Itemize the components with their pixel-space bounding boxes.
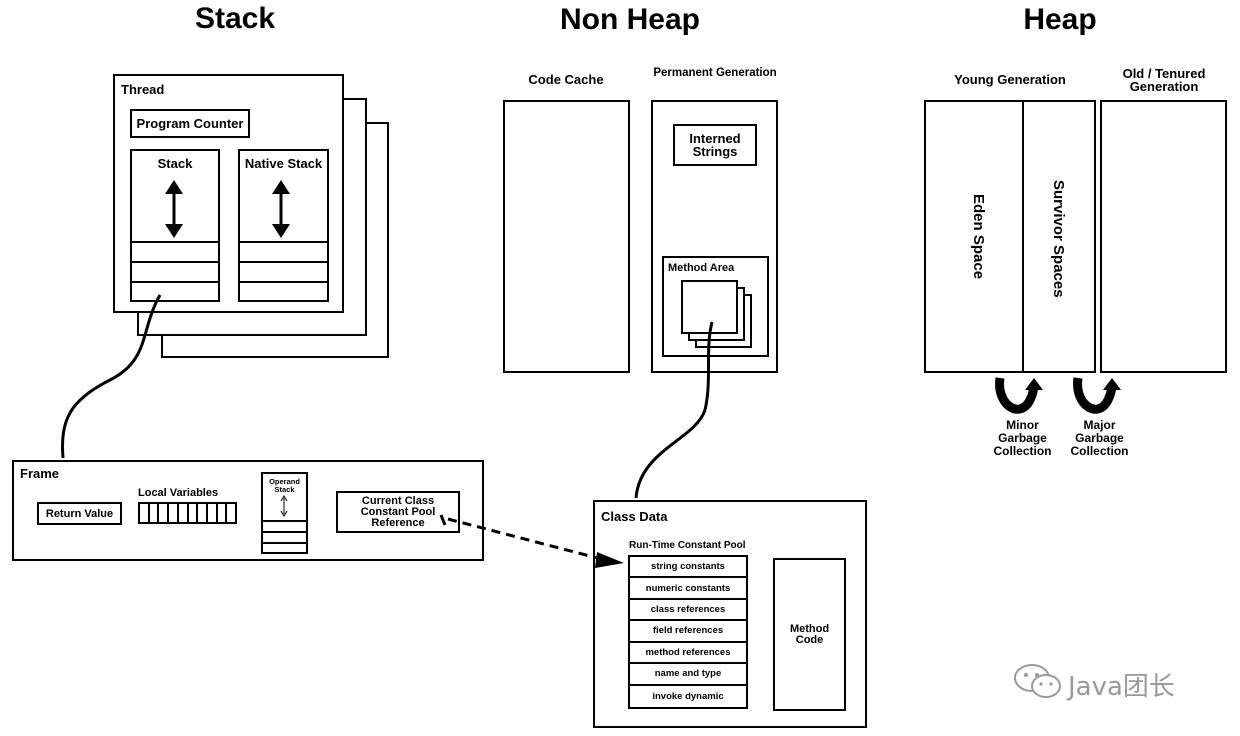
- permanent-generation-box: Interned Strings Method Area: [651, 100, 778, 373]
- constant-pool-item: field references: [630, 621, 746, 643]
- constant-pool-item: string constants: [630, 557, 746, 579]
- code-cache-label: Code Cache: [528, 72, 604, 87]
- operand-stack-divider: [263, 531, 306, 533]
- permanent-generation-label: Permanent Generation: [653, 67, 777, 79]
- method-code-label: Method Code: [789, 622, 830, 646]
- return-value-box: Return Value: [37, 502, 122, 525]
- constant-pool-item: name and type: [630, 664, 746, 686]
- frame-box: Frame Return Value Local Variables Opera…: [12, 460, 484, 561]
- survivor-spaces-label: Survivor Spaces: [1050, 180, 1067, 298]
- heap-heading: Heap: [1023, 3, 1097, 36]
- constant-pool-item: method references: [630, 643, 746, 665]
- class-data-label: Class Data: [601, 509, 668, 524]
- return-value-label: Return Value: [45, 507, 114, 520]
- stack-frame-divider: [132, 261, 218, 263]
- stack-label: Stack: [157, 156, 193, 171]
- method-area-page-1: [681, 280, 738, 334]
- stack-column: Stack: [130, 149, 220, 302]
- native-stack-column: Native Stack: [238, 149, 329, 302]
- method-code-box: Method Code: [773, 558, 846, 711]
- major-gc-label: Major Garbage Collection: [1070, 418, 1129, 458]
- native-stack-frame-divider: [240, 281, 327, 283]
- operand-stack-box: Operand Stack: [261, 472, 308, 554]
- native-stack-frame-divider: [240, 241, 327, 243]
- current-class-pool-label: Current Class Constant Pool Reference: [360, 494, 436, 529]
- operand-stack-divider: [263, 520, 306, 522]
- wechat-icon: [1013, 662, 1063, 705]
- local-variables-label: Local Variables: [138, 487, 219, 499]
- stack-frame-divider: [132, 281, 218, 283]
- local-variable-slot: [169, 504, 179, 522]
- watermark-text: Java团长: [1068, 672, 1175, 702]
- interned-strings-box: Interned Strings: [673, 124, 757, 166]
- local-variable-slot: [159, 504, 170, 522]
- local-variable-slot: [208, 504, 218, 522]
- old-generation-label: Old / Tenured Generation: [1122, 66, 1206, 94]
- young-generation-label: Young Generation: [954, 72, 1066, 87]
- local-variable-slot: [140, 504, 150, 522]
- native-stack-frame-divider: [240, 261, 327, 263]
- operand-stack-divider: [263, 542, 306, 544]
- frame-label: Frame: [20, 466, 60, 481]
- minor-gc-label: Minor Garbage Collection: [993, 418, 1052, 458]
- constant-pool-item: class references: [630, 600, 746, 622]
- eden-survivor-divider: [1022, 102, 1024, 371]
- thread-box: Thread Program Counter Stack Native Stac…: [113, 74, 344, 313]
- constant-pool-item: invoke dynamic: [652, 690, 724, 702]
- native-stack-label: Native Stack: [244, 156, 323, 171]
- young-generation-box: Eden Space Survivor Spaces: [924, 100, 1096, 373]
- operand-stack-label: Operand Stack: [269, 477, 300, 494]
- method-area-box: Method Area: [662, 256, 769, 357]
- code-cache-box: [503, 100, 630, 373]
- local-variables-array: [138, 502, 237, 524]
- old-generation-box: [1100, 100, 1227, 373]
- interned-strings-label: Interned Strings: [689, 131, 741, 159]
- local-variable-slot: [198, 504, 208, 522]
- eden-space-label: Eden Space: [970, 194, 987, 280]
- class-data-box: Class Data Run-Time Constant Pool string…: [593, 500, 867, 728]
- program-counter-label: Program Counter: [136, 116, 244, 131]
- stack-frame-divider: [132, 241, 218, 243]
- program-counter-box: Program Counter: [130, 109, 250, 138]
- local-variable-slot: [179, 504, 189, 522]
- stack-heading: Stack: [194, 2, 276, 35]
- constant-pool-item: numeric constants: [630, 578, 746, 600]
- non-heap-heading: Non Heap: [559, 3, 700, 36]
- minor-gc-arrow: [995, 377, 1043, 414]
- thread-label: Thread: [121, 82, 165, 97]
- runtime-constant-pool-label: Run-Time Constant Pool: [629, 540, 746, 551]
- current-class-pool-box: Current Class Constant Pool Reference: [336, 491, 460, 533]
- local-variable-slot: [150, 504, 160, 522]
- major-gc-arrow: [1073, 377, 1121, 414]
- local-variable-slot: [189, 504, 199, 522]
- local-variable-slot: [218, 504, 228, 522]
- local-variable-slot: [227, 504, 235, 522]
- method-area-label: Method Area: [668, 262, 735, 274]
